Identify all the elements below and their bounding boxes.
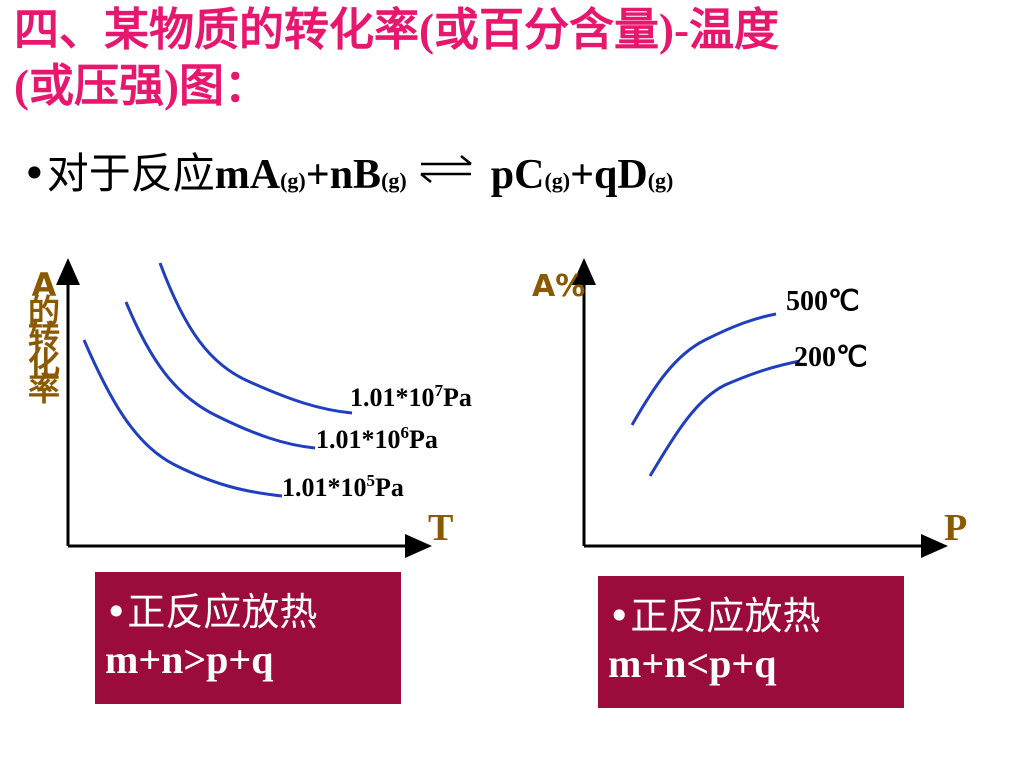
right-chart: A% P 500℃ 200℃ — [532, 258, 967, 558]
title-paren: ) — [164, 61, 180, 111]
title-line-1: 四、某物质的转化率(或百分含量)-温度 — [14, 2, 1014, 58]
reaction-prefix: •对于反应 — [22, 149, 215, 198]
title-paren: )- — [659, 5, 690, 55]
title-text: 四、某物质的转化率 — [14, 3, 420, 56]
reaction-equation: •对于反应 mA(g) +nB(g) pC(g) +qD(g) — [22, 140, 673, 200]
title-paren: ( — [419, 5, 435, 55]
state-subscript: (g) — [544, 168, 571, 193]
title-text: 或压强 — [29, 59, 165, 112]
title-line-2: (或压强)图： — [14, 58, 1014, 114]
curve-label-1e6: 1.01*106Pa — [316, 423, 438, 454]
left-x-axis-label: T — [428, 507, 453, 549]
conclusion-line-1: •正反应放热 — [608, 594, 821, 638]
reactant-b: +nB — [305, 152, 382, 198]
right-y-axis-label: A% — [532, 269, 585, 304]
curve-200c — [648, 359, 801, 477]
state-subscript: (g) — [280, 168, 306, 193]
state-subscript: (g) — [647, 168, 674, 193]
title-text: 温度 — [689, 3, 780, 56]
curve-1e7 — [158, 262, 353, 415]
slide-title: 四、某物质的转化率(或百分含量)-温度 (或压强)图： — [14, 2, 1014, 114]
title-text: 图： — [179, 59, 270, 112]
curve-label-1e7: 1.01*107Pa — [350, 381, 472, 412]
conclusion-line-1: •正反应放热 — [105, 590, 318, 634]
product-d: +qD — [570, 152, 648, 198]
right-x-axis-label: P — [944, 507, 967, 549]
reactant-a: mA — [214, 152, 281, 198]
conclusion-box-left: •正反应放热 m+n>p+q — [95, 572, 401, 704]
curve-label-1e5: 1.01*105Pa — [282, 471, 404, 502]
conclusion-line-2: m+n<p+q — [608, 641, 777, 686]
curve-label-500c: 500℃ — [786, 286, 859, 317]
conclusion-line-2: m+n>p+q — [105, 637, 274, 682]
conclusion-box-right: •正反应放热 m+n<p+q — [598, 576, 904, 708]
curve-500c — [630, 312, 777, 426]
curve-1e6 — [124, 301, 316, 450]
state-subscript: (g) — [381, 168, 407, 193]
title-paren: ( — [14, 61, 29, 111]
title-text: 或百分含量 — [434, 3, 660, 56]
curve-label-200c: 200℃ — [794, 342, 867, 373]
product-c: pC — [490, 152, 545, 198]
curve-1e5 — [82, 339, 283, 498]
equilibrium-arrow-icon — [415, 148, 477, 188]
